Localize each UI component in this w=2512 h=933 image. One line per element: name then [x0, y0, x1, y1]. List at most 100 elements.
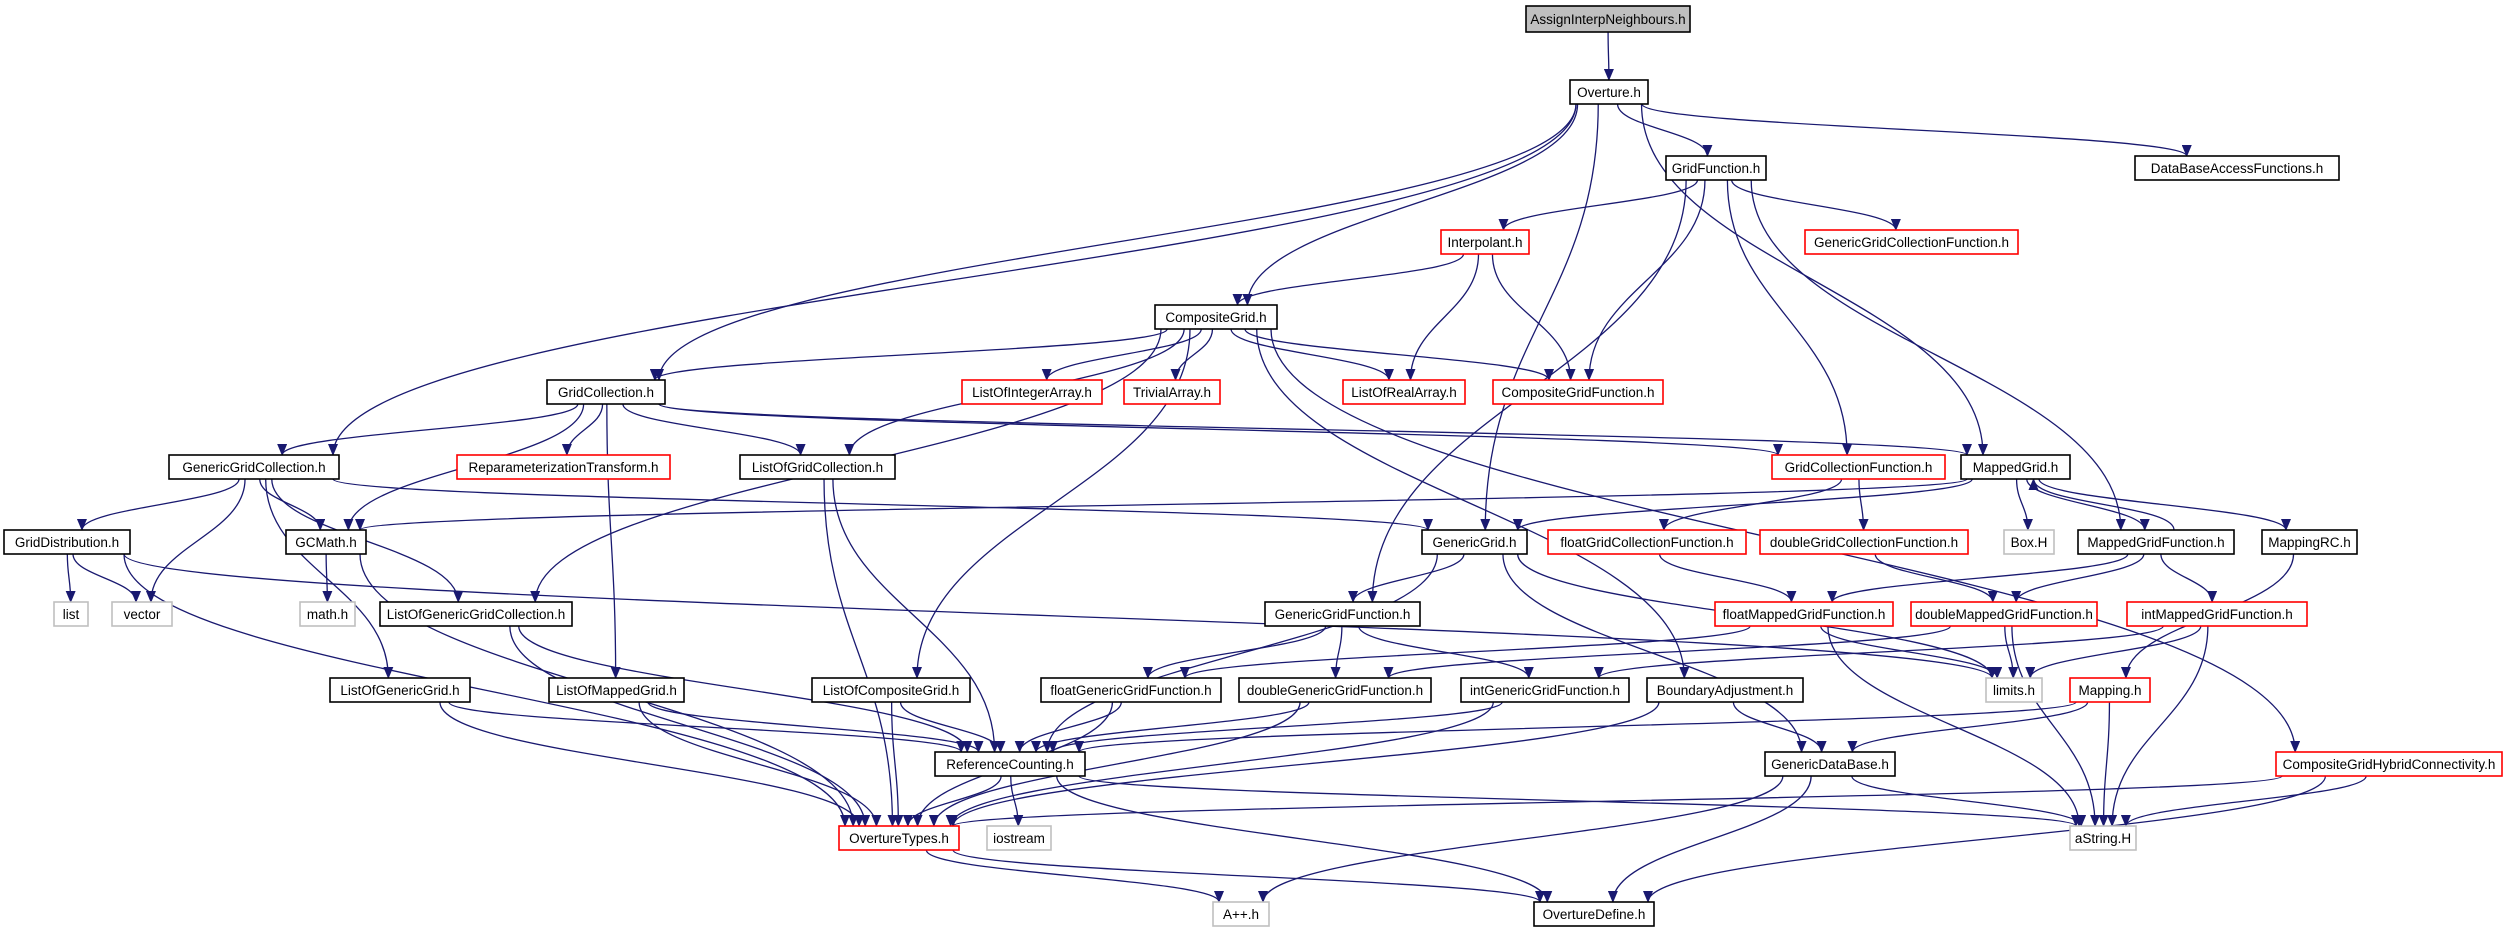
edge-int-mapped-grid-function-to-int-generic-grid-function	[1594, 625, 2164, 679]
node-overture-types[interactable]: OvertureTypes.h	[838, 825, 960, 851]
node-app[interactable]: A++.h	[1212, 901, 1270, 927]
node-double-generic-grid-function[interactable]: doubleGenericGridFunction.h	[1238, 677, 1432, 703]
node-overture[interactable]: Overture.h	[1569, 79, 1649, 105]
node-list-of-generic-grid[interactable]: ListOfGenericGrid.h	[329, 677, 471, 703]
node-mapping[interactable]: Mapping.h	[2069, 677, 2151, 703]
node-limits[interactable]: limits.h	[1985, 677, 2043, 703]
node-generic-grid-function[interactable]: GenericGridFunction.h	[1264, 601, 1421, 627]
node-mapped-grid[interactable]: MappedGrid.h	[1960, 454, 2071, 480]
node-label: floatGridCollectionFunction.h	[1560, 535, 1733, 550]
node-mapped-grid-function[interactable]: MappedGridFunction.h	[2077, 529, 2235, 555]
edge-overture-to-grid-collection	[654, 103, 1577, 381]
node-box	[934, 751, 1086, 777]
node-trivial-array[interactable]: TrivialArray.h	[1123, 379, 1221, 405]
node-list-of-generic-grid-collection[interactable]: ListOfGenericGridCollection.h	[379, 601, 573, 627]
node-reference-counting[interactable]: ReferenceCounting.h	[934, 751, 1086, 777]
node-double-mapped-grid-function[interactable]: doubleMappedGridFunction.h	[1910, 601, 2098, 627]
node-label: doubleGenericGridFunction.h	[1247, 683, 1423, 698]
edge-int-generic-grid-function-to-overture-types	[945, 701, 1494, 827]
edge-reference-counting-to-overture-define	[1056, 775, 1553, 903]
node-label: list	[63, 607, 80, 622]
edge-reference-counting-to-iostream	[1010, 775, 1024, 827]
node-label: CompositeGridHybridConnectivity.h	[2283, 757, 2496, 772]
node-composite-grid-function[interactable]: CompositeGridFunction.h	[1492, 379, 1664, 405]
node-label: limits.h	[1993, 683, 2035, 698]
node-box	[2003, 529, 2055, 555]
edge-mapped-grid-function-to-double-mapped-grid-function	[2011, 553, 2145, 603]
edge-overture-to-mapped-grid	[1640, 103, 1988, 456]
edge-composite-grid-hybrid-connectivity-to-overture-types	[948, 775, 2283, 827]
node-generic-grid-collection[interactable]: GenericGridCollection.h	[168, 454, 340, 480]
node-assign-interp-neighbours[interactable]: AssignInterpNeighbours.h	[1525, 5, 1691, 33]
node-list-of-real-array[interactable]: ListOfRealArray.h	[1342, 379, 1466, 405]
node-grid-collection[interactable]: GridCollection.h	[546, 379, 666, 405]
node-float-generic-grid-function[interactable]: floatGenericGridFunction.h	[1040, 677, 1222, 703]
node-grid-collection-function[interactable]: GridCollectionFunction.h	[1771, 454, 1946, 480]
node-box	[1525, 5, 1691, 33]
edge-generic-grid-function-to-double-generic-grid-function	[1330, 625, 1343, 679]
node-generic-grid[interactable]: GenericGrid.h	[1421, 529, 1528, 555]
node-label: GCMath.h	[295, 535, 357, 550]
node-box	[329, 677, 471, 703]
edge-double-generic-grid-function-to-overture-types	[928, 701, 1301, 827]
node-a-string[interactable]: aString.H	[2069, 825, 2137, 851]
node-mapping-rc[interactable]: MappingRC.h	[2261, 529, 2358, 555]
node-generic-grid-collection-function[interactable]: GenericGridCollectionFunction.h	[1804, 229, 2019, 255]
edge-list-of-mapped-grid-to-overture-types	[638, 701, 882, 827]
edge-generic-grid-function-to-float-generic-grid-function	[1143, 625, 1327, 679]
node-composite-grid-hybrid-connectivity[interactable]: CompositeGridHybridConnectivity.h	[2275, 751, 2503, 777]
node-list-of-integer-array[interactable]: ListOfIntegerArray.h	[961, 379, 1103, 405]
node-int-generic-grid-function[interactable]: intGenericGridFunction.h	[1460, 677, 1630, 703]
node-box	[456, 454, 671, 480]
node-box-h[interactable]: Box.H	[2003, 529, 2055, 555]
edge-interpolant-to-composite-grid	[1232, 253, 1465, 306]
node-list[interactable]: list	[53, 601, 89, 627]
node-label: GridDistribution.h	[15, 535, 119, 550]
node-vector[interactable]: vector	[111, 601, 173, 627]
node-label: GenericDataBase.h	[1771, 757, 1889, 772]
node-interpolant[interactable]: Interpolant.h	[1440, 229, 1530, 255]
node-gcmath[interactable]: GCMath.h	[285, 529, 367, 555]
node-list-of-composite-grid[interactable]: ListOfCompositeGrid.h	[811, 677, 971, 703]
edge-generic-data-base-to-app	[1258, 775, 1784, 903]
node-label: aString.H	[2075, 831, 2131, 846]
edge-composite-grid-to-list-of-real-array	[1230, 328, 1394, 381]
node-label: BoundaryAdjustment.h	[1657, 683, 1794, 698]
node-label: floatMappedGridFunction.h	[1723, 607, 1886, 622]
edge-grid-collection-function-to-double-grid-collection-function	[1858, 478, 1869, 531]
edge-generic-grid-to-generic-grid-function	[1348, 553, 1465, 603]
node-box	[1646, 677, 1804, 703]
node-double-grid-collection-function[interactable]: doubleGridCollectionFunction.h	[1759, 529, 1969, 555]
node-grid-function[interactable]: GridFunction.h	[1665, 155, 1767, 181]
node-box	[546, 379, 666, 405]
node-label: ListOfMappedGrid.h	[556, 683, 677, 698]
node-composite-grid[interactable]: CompositeGrid.h	[1154, 304, 1278, 330]
node-list-of-mapped-grid[interactable]: ListOfMappedGrid.h	[548, 677, 685, 703]
node-iostream[interactable]: iostream	[986, 825, 1052, 851]
node-reparameterization-transform[interactable]: ReparameterizationTransform.h	[456, 454, 671, 480]
node-list-of-grid-collection[interactable]: ListOfGridCollection.h	[739, 454, 896, 480]
node-label: ListOfRealArray.h	[1351, 385, 1457, 400]
node-box	[1040, 677, 1222, 703]
node-label: DataBaseAccessFunctions.h	[2151, 161, 2324, 176]
node-box	[1460, 677, 1630, 703]
edge-grid-collection-to-grid-collection-function	[658, 403, 1783, 456]
node-label: iostream	[993, 831, 1045, 846]
node-label: intMappedGridFunction.h	[2141, 607, 2293, 622]
node-int-mapped-grid-function[interactable]: intMappedGridFunction.h	[2126, 601, 2308, 627]
node-math[interactable]: math.h	[299, 601, 356, 627]
node-label: Mapping.h	[2078, 683, 2141, 698]
node-float-grid-collection-function[interactable]: floatGridCollectionFunction.h	[1547, 529, 1747, 555]
node-data-base-access-functions[interactable]: DataBaseAccessFunctions.h	[2134, 155, 2340, 181]
node-box	[1154, 304, 1278, 330]
node-overture-define[interactable]: OvertureDefine.h	[1533, 901, 1655, 927]
node-float-mapped-grid-function[interactable]: floatMappedGridFunction.h	[1714, 601, 1894, 627]
node-grid-distribution[interactable]: GridDistribution.h	[3, 529, 131, 555]
edge-double-mapped-grid-function-to-a-string	[2011, 625, 2101, 827]
node-generic-data-base[interactable]: GenericDataBase.h	[1764, 751, 1896, 777]
edge-float-grid-collection-function-to-float-mapped-grid-function	[1658, 553, 1797, 603]
node-boundary-adjustment[interactable]: BoundaryAdjustment.h	[1646, 677, 1804, 703]
node-box	[739, 454, 896, 480]
edge-double-grid-collection-function-to-double-mapped-grid-function	[1874, 553, 1998, 603]
edge-int-mapped-grid-function-to-a-string	[2107, 625, 2209, 827]
